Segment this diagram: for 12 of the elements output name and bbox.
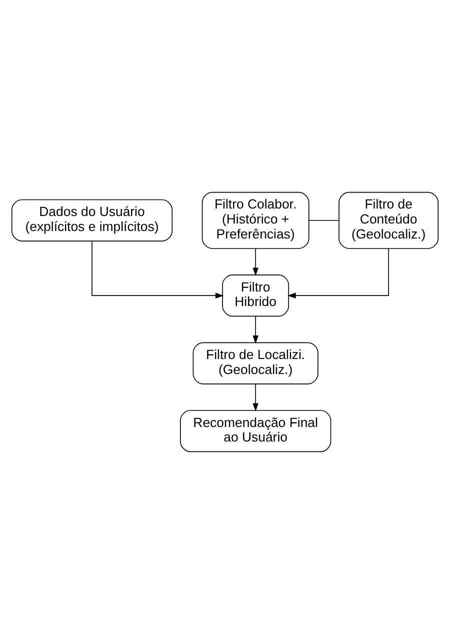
arrow — [252, 248, 258, 276]
node-box: Dados do Usuário (explícitos e implícitos) — [11, 198, 173, 241]
node-box: Filtro de Localizi. (Geolocaliz.) — [192, 342, 318, 384]
node-box: Filtro de Conteúdo (Geolocaliz.) — [338, 191, 439, 248]
node-box: Recomendação Final ao Usuário — [180, 409, 332, 452]
arrow — [288, 248, 389, 298]
arrow — [252, 315, 258, 344]
node-box: Filtro Colabor. (Histórico + Preferências) — [202, 191, 310, 248]
node-box: Filtro Hibrido — [222, 274, 290, 316]
arrow — [252, 383, 258, 411]
connector — [308, 219, 340, 220]
arrow — [92, 240, 224, 298]
